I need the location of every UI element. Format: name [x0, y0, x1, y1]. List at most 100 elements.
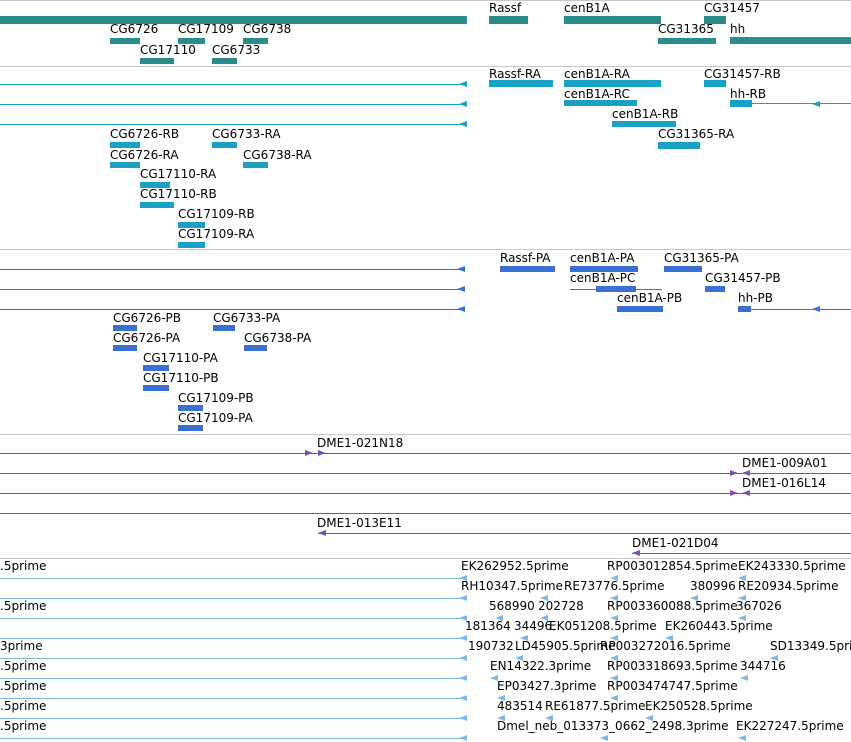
est-label[interactable]: RP003272016.5prime	[600, 639, 731, 653]
transcript-label[interactable]: cenB1A-RB	[612, 107, 679, 121]
est-label[interactable]: 568990	[489, 599, 535, 613]
protein-label[interactable]: cenB1A-PA	[570, 251, 635, 265]
transcript-label[interactable]: CG6726-RB	[110, 127, 180, 141]
protein-feature[interactable]	[213, 325, 235, 331]
gene-feature[interactable]	[0, 16, 467, 24]
clone-line[interactable]	[0, 513, 851, 514]
est-label[interactable]: EK262952.5prime	[461, 559, 569, 573]
protein-label[interactable]: CG6726-PB	[113, 311, 182, 325]
gene-label[interactable]: CG31365	[658, 22, 714, 36]
protein-feature[interactable]	[617, 306, 663, 312]
transcript-feature[interactable]	[110, 162, 140, 168]
protein-feature[interactable]	[596, 286, 636, 292]
transcript-label[interactable]: CG31457-RB	[704, 67, 781, 81]
est-label[interactable]: 367026	[736, 599, 782, 613]
protein-label[interactable]: cenB1A-PB	[617, 291, 683, 305]
gene-feature[interactable]	[564, 16, 661, 24]
transcript-label[interactable]: CG17110-RA	[140, 167, 217, 181]
clone-line[interactable]	[632, 553, 851, 554]
est-label[interactable]: EK243330.5prime	[738, 559, 846, 573]
protein-label[interactable]: hh-PB	[738, 291, 774, 305]
est-label[interactable]: EP03427.3prime	[497, 679, 597, 693]
transcript-line[interactable]	[0, 104, 467, 105]
gene-label[interactable]: Rassf	[489, 1, 522, 15]
est-label[interactable]: RP003012854.5prime	[607, 559, 738, 573]
transcript-label[interactable]: CG6733-RA	[212, 127, 281, 141]
gene-label[interactable]: CG17110	[140, 43, 196, 57]
protein-label[interactable]: CG17109-PB	[178, 391, 254, 405]
gene-feature[interactable]	[140, 58, 174, 64]
est-label[interactable]: EK051208.5prime	[549, 619, 657, 633]
est-label[interactable]: RH10347.5prime	[461, 579, 563, 593]
protein-label[interactable]: CG17110-PA	[143, 351, 218, 365]
protein-line[interactable]	[0, 269, 463, 270]
transcript-feature[interactable]	[178, 242, 205, 248]
clone-label[interactable]: DME1-013E11	[317, 516, 402, 530]
transcript-label[interactable]: CG31365-RA	[658, 127, 735, 141]
est-label[interactable]: EK260443.5prime	[665, 619, 773, 633]
est-label[interactable]: RP003474747.5prime	[607, 679, 738, 693]
est-label[interactable]: .5prime	[0, 599, 47, 613]
est-label[interactable]: 344716	[740, 659, 786, 673]
transcript-feature[interactable]	[704, 80, 726, 87]
protein-label[interactable]: CG31457-PB	[705, 271, 781, 285]
protein-feature[interactable]	[570, 266, 638, 272]
transcript-label[interactable]: hh-RB	[730, 87, 767, 101]
transcript-label[interactable]: cenB1A-RA	[564, 67, 630, 81]
protein-feature[interactable]	[178, 405, 203, 411]
protein-feature[interactable]	[705, 286, 725, 292]
est-line[interactable]	[0, 658, 467, 659]
transcript-feature[interactable]	[489, 80, 553, 87]
transcript-feature[interactable]	[140, 202, 174, 208]
protein-feature[interactable]	[143, 365, 169, 371]
transcript-feature[interactable]	[564, 80, 661, 87]
est-label[interactable]: EN14322.3prime	[490, 659, 592, 673]
gene-label[interactable]: cenB1A	[564, 1, 610, 15]
transcript-line[interactable]	[0, 84, 467, 85]
transcript-label[interactable]: cenB1A-RC	[564, 87, 630, 101]
protein-line[interactable]	[0, 309, 463, 310]
gene-feature[interactable]	[658, 38, 716, 44]
est-label[interactable]: 483514	[497, 699, 543, 713]
est-label[interactable]: RE20934.5prime	[738, 579, 839, 593]
gene-feature[interactable]	[178, 38, 205, 44]
protein-label[interactable]: CG6738-PA	[244, 331, 312, 345]
est-label[interactable]: RP003318693.5prime	[607, 659, 738, 673]
transcript-feature[interactable]	[564, 100, 637, 106]
est-label[interactable]: 190732	[468, 639, 514, 653]
gene-label[interactable]: CG6733	[212, 43, 261, 57]
protein-feature[interactable]	[113, 325, 137, 331]
clone-label[interactable]: DME1-021N18	[317, 436, 404, 450]
est-label[interactable]: .5prime	[0, 559, 47, 573]
est-label[interactable]: LD45905.5prime	[515, 639, 616, 653]
est-line[interactable]	[0, 718, 467, 719]
transcript-feature[interactable]	[110, 142, 140, 148]
est-line[interactable]	[0, 638, 467, 639]
est-label[interactable]: EK250528.5prime	[645, 699, 753, 713]
transcript-label[interactable]: CG17109-RB	[178, 207, 255, 221]
protein-feature[interactable]	[738, 306, 751, 312]
protein-label[interactable]: CG17110-PB	[143, 371, 219, 385]
est-label[interactable]: .5prime	[0, 719, 47, 733]
transcript-feature[interactable]	[612, 121, 676, 127]
gene-feature[interactable]	[212, 58, 237, 64]
est-label[interactable]: 181364	[465, 619, 511, 633]
transcript-feature[interactable]	[730, 100, 752, 107]
protein-label[interactable]: cenB1A-PC	[570, 271, 636, 285]
clone-label[interactable]: DME1-009A01	[742, 456, 828, 470]
transcript-feature[interactable]	[243, 162, 268, 168]
transcript-label[interactable]: CG6738-RA	[243, 148, 312, 162]
transcript-label[interactable]: CG17110-RB	[140, 187, 217, 201]
clone-line[interactable]	[0, 453, 851, 454]
gene-label[interactable]: CG17109	[178, 22, 234, 36]
transcript-line[interactable]	[0, 124, 467, 125]
est-line[interactable]	[0, 598, 467, 599]
est-label[interactable]: .5prime	[0, 699, 47, 713]
est-label[interactable]: SD13349.5prime	[770, 639, 851, 653]
gene-feature[interactable]	[110, 38, 140, 44]
transcript-label[interactable]: Rassf-RA	[489, 67, 541, 81]
transcript-feature[interactable]	[140, 182, 170, 188]
est-line[interactable]	[0, 578, 467, 579]
transcript-feature[interactable]	[178, 222, 205, 228]
clone-line[interactable]	[318, 533, 851, 534]
